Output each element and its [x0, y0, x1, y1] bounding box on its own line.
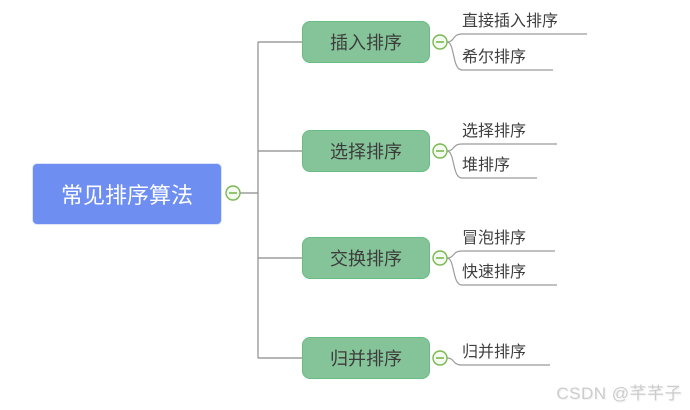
collapse-toggle-root[interactable] [225, 185, 241, 201]
root-node[interactable]: 常见排序算法 [32, 163, 222, 225]
leaf-node-selection-sort[interactable]: 选择排序 [462, 123, 527, 140]
leaf-node-shell-sort[interactable]: 希尔排序 [462, 49, 527, 66]
branch-node-selection-sort[interactable]: 选择排序 [302, 130, 430, 172]
branch-node-label: 插入排序 [330, 33, 402, 53]
branch-node-merge-sort[interactable]: 归并排序 [302, 337, 430, 379]
branch-node-label: 交换排序 [330, 249, 402, 269]
leaf-connector-1-1 [446, 33, 587, 43]
watermark: CSDN @芊芊子 [556, 384, 682, 403]
collapse-toggle-branch-2[interactable] [432, 143, 448, 159]
branch-node-label: 归并排序 [330, 349, 402, 369]
leaf-node-quick-sort[interactable]: 快速排序 [462, 264, 527, 281]
collapse-toggle-branch-4[interactable] [432, 350, 448, 366]
leaf-connector-3-1 [446, 250, 555, 259]
collapse-toggle-branch-1[interactable] [432, 34, 448, 50]
leaf-connector-2-2 [446, 150, 537, 179]
leaf-connector-2-1 [446, 143, 557, 152]
root-node-label: 常见排序算法 [60, 183, 193, 208]
branch-node-label: 选择排序 [330, 142, 402, 162]
branch-node-exchange-sort[interactable]: 交换排序 [302, 237, 430, 279]
leaf-node-merge-sort[interactable]: 归并排序 [462, 344, 527, 361]
leaf-connector-4-1 [446, 357, 550, 366]
branch-node-insertion-sort[interactable]: 插入排序 [302, 21, 430, 63]
leaf-node-heap-sort[interactable]: 堆排序 [462, 157, 511, 174]
leaf-connector-3-2 [446, 257, 557, 286]
leaf-connector-1-2 [446, 41, 553, 71]
leaf-node-direct-insertion-sort[interactable]: 直接插入排序 [462, 13, 559, 30]
collapse-toggle-branch-3[interactable] [432, 250, 448, 266]
leaf-node-bubble-sort[interactable]: 冒泡排序 [462, 230, 527, 247]
